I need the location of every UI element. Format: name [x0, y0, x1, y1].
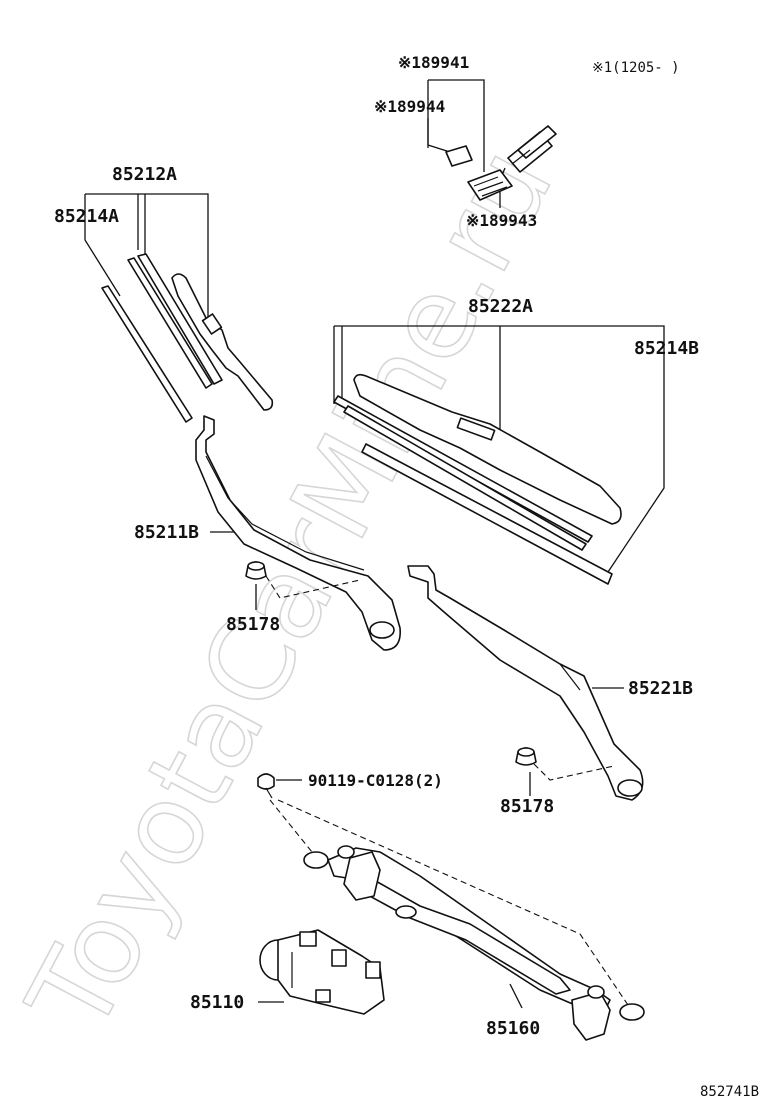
part-label-85178-right: 85178	[500, 796, 554, 817]
motor-housing	[277, 929, 385, 1015]
wiper-motor-85110: 85110	[190, 929, 385, 1015]
arm-pivot-left	[369, 621, 395, 639]
part-label-85211B: 85211B	[134, 522, 199, 543]
clip-89941	[467, 169, 513, 201]
left-blade-group: 85212A 85214A	[54, 164, 274, 423]
blade-body-85212A	[171, 273, 274, 411]
part-label-90119: 90119-C0128(2)	[308, 771, 443, 790]
refill-85214B	[361, 443, 613, 585]
refill-85214A	[101, 285, 193, 423]
dash-nut-right	[533, 763, 615, 781]
part-label-85222A: 85222A	[468, 296, 533, 317]
blade-strip-right-inner	[343, 405, 587, 551]
watermark-text: ToyotaCarMine.ru	[4, 128, 579, 1054]
blade-strip-outer	[127, 257, 213, 389]
part-label-89941: ※189941	[398, 53, 469, 72]
part-label-85221B: 85221B	[628, 678, 693, 699]
part-label-85214A: 85214A	[54, 206, 119, 227]
right-arm-group: 85221B 85178	[407, 565, 693, 817]
linkage-mount-left	[303, 851, 329, 869]
motor-bracket-a	[331, 949, 347, 967]
part-label-89944: ※189944	[374, 97, 445, 116]
linkage-mount-right	[619, 1003, 645, 1021]
leader-85222A	[334, 325, 665, 579]
nut-85178-right	[515, 747, 537, 766]
linkage-pivot-right	[571, 991, 611, 1041]
bolt-90119: 90119-C0128(2)	[257, 771, 443, 799]
part-label-85178-left: 85178	[226, 614, 280, 635]
blade-clip-slot	[201, 313, 223, 335]
motor-terminal	[299, 931, 317, 947]
part-label-85110: 85110	[190, 992, 244, 1013]
motor-connector	[315, 989, 331, 1003]
motor-bracket-b	[365, 961, 381, 979]
leader-89941	[428, 79, 485, 172]
part-label-85214B: 85214B	[634, 338, 699, 359]
leader-89944	[427, 118, 451, 153]
part-label-85160: 85160	[486, 1018, 540, 1039]
linkage-85160: 85160	[303, 845, 645, 1041]
blade-body-85222A	[353, 373, 622, 525]
diagram-code: 852741B	[700, 1084, 759, 1100]
date-note: ※1(1205- )	[592, 60, 680, 76]
arm-joint-right	[559, 663, 581, 691]
adaptor-89943	[507, 125, 557, 173]
arm-crease-left	[205, 455, 365, 571]
part-label-89943: ※189943	[466, 211, 537, 230]
dash-bolt-a	[269, 799, 313, 853]
wiper-clip-group: ※189941 ※189944 ※189943	[374, 53, 557, 230]
dash-nut-left	[265, 575, 361, 599]
blade-clip-slot-right	[456, 417, 496, 441]
linkage-crank	[395, 905, 417, 919]
left-arm-group: 85211B 85178	[134, 415, 401, 651]
dash-bolt-b	[277, 799, 631, 1009]
leader-85214A	[84, 194, 121, 297]
linkage-lower-rod	[365, 879, 571, 995]
linkage-pivot-top	[337, 845, 355, 859]
blade-strip-inner	[137, 253, 223, 385]
arm-pivot-right	[617, 779, 643, 797]
right-blade-group: 85222A 85214B	[333, 296, 699, 585]
linkage-pivot-right-top	[587, 985, 605, 999]
pad-89944	[445, 145, 473, 167]
leader-85160	[509, 983, 523, 1009]
nut-85178-left	[245, 561, 267, 580]
leader-85212A	[85, 193, 209, 318]
linkage-pivot-left	[343, 851, 381, 901]
part-label-85212A: 85212A	[112, 164, 177, 185]
